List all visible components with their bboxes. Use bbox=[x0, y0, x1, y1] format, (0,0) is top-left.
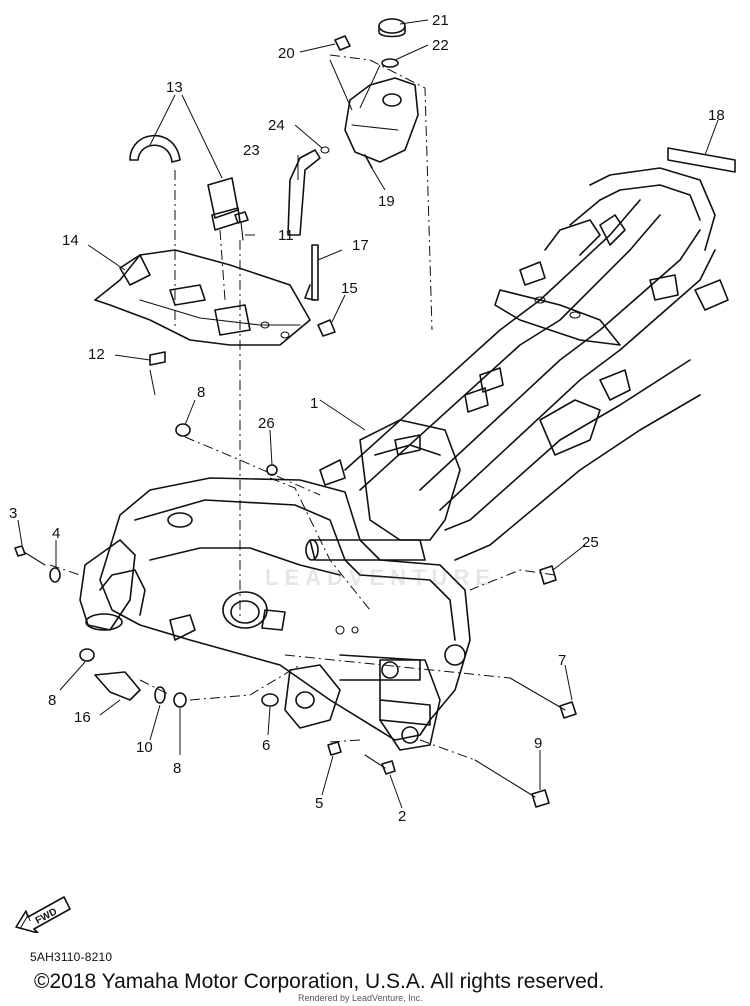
forward-arrow-icon: FWD bbox=[15, 896, 71, 933]
callout-21: 21 bbox=[432, 12, 449, 29]
callout-18: 18 bbox=[708, 107, 725, 124]
hose bbox=[287, 146, 330, 236]
callout-12: 12 bbox=[88, 346, 105, 363]
watermark: LEADVENTURE bbox=[265, 565, 496, 590]
callout-5: 5 bbox=[315, 795, 323, 812]
callout-8-top: 8 bbox=[197, 384, 205, 401]
callout-20: 20 bbox=[278, 45, 295, 62]
callout-25: 25 bbox=[582, 534, 599, 551]
rendered-by-credit: Rendered by LeadVenture, Inc. bbox=[298, 993, 423, 1003]
callout-1: 1 bbox=[310, 395, 318, 412]
callout-7: 7 bbox=[558, 652, 566, 669]
main-frame bbox=[79, 167, 729, 751]
callout-15: 15 bbox=[341, 280, 358, 297]
reservoir-tank bbox=[344, 18, 419, 169]
callout-9: 9 bbox=[534, 735, 542, 752]
leader-lines bbox=[17, 19, 719, 809]
callout-8-lower: 8 bbox=[173, 760, 181, 777]
straps bbox=[129, 134, 241, 231]
callout-14: 14 bbox=[62, 232, 79, 249]
bolts bbox=[14, 35, 736, 808]
callout-24: 24 bbox=[268, 117, 285, 134]
callout-17: 17 bbox=[352, 237, 369, 254]
callout-3: 3 bbox=[9, 505, 17, 522]
callout-11: 11 bbox=[278, 227, 294, 244]
callout-4: 4 bbox=[52, 525, 60, 542]
catalog-code: 5AH3110-8210 bbox=[30, 950, 113, 964]
callout-2: 2 bbox=[398, 808, 406, 825]
watermark-text: LEADVENTURE bbox=[265, 565, 496, 590]
callout-6: 6 bbox=[262, 737, 270, 754]
rod bbox=[304, 244, 319, 301]
copyright-notice: ©2018 Yamaha Motor Corporation, U.S.A. A… bbox=[34, 970, 605, 993]
callout-23: 23 bbox=[243, 142, 260, 159]
callout-26: 26 bbox=[258, 415, 275, 432]
assembly-lines bbox=[49, 54, 556, 761]
callout-19: 19 bbox=[378, 193, 395, 210]
callout-labels: 1 2 3 4 5 6 7 8 8 8 9 10 11 12 13 14 15 … bbox=[9, 12, 725, 825]
seat-bracket bbox=[94, 249, 311, 346]
callout-10: 10 bbox=[136, 739, 153, 756]
callout-22: 22 bbox=[432, 37, 449, 54]
callout-13: 13 bbox=[166, 79, 183, 96]
callout-16: 16 bbox=[74, 709, 91, 726]
fwd-label: FWD bbox=[34, 906, 59, 926]
callout-8-left: 8 bbox=[48, 692, 56, 709]
